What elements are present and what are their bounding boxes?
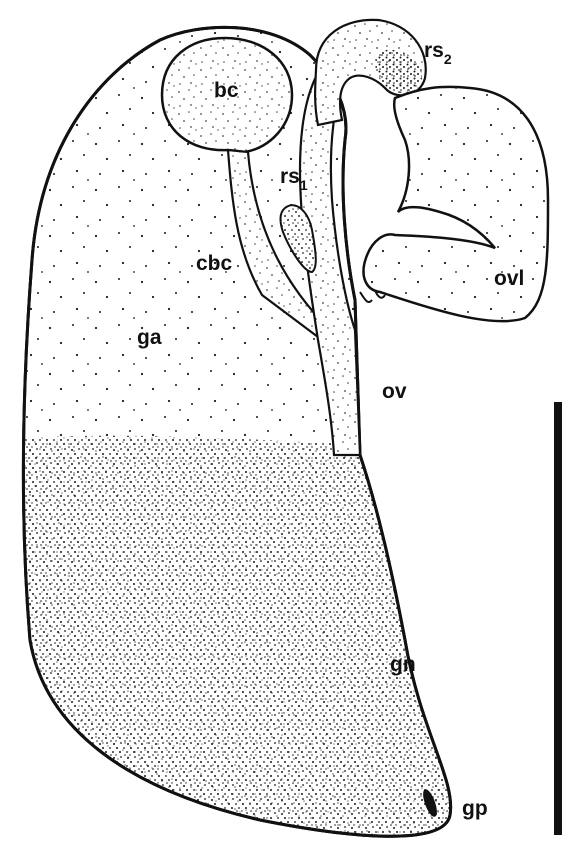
label-bc: bc (214, 79, 239, 102)
label-ovl: ovl (494, 267, 524, 290)
label-rs2-sub: 2 (444, 51, 452, 67)
label-ga: ga (137, 326, 162, 349)
label-gp: gp (462, 797, 488, 820)
label-rs1-main: rs (280, 165, 300, 188)
label-rs2-main: rs (424, 39, 444, 62)
nidamental-gland-region-overlay (0, 436, 568, 859)
label-gn: gn (390, 653, 416, 676)
label-rs1-sub: 1 (300, 177, 308, 193)
scale-bar (554, 402, 562, 835)
label-ov: ov (382, 380, 407, 403)
label-rs2: rs2 (424, 39, 452, 67)
label-cbc: cbc (196, 252, 233, 275)
